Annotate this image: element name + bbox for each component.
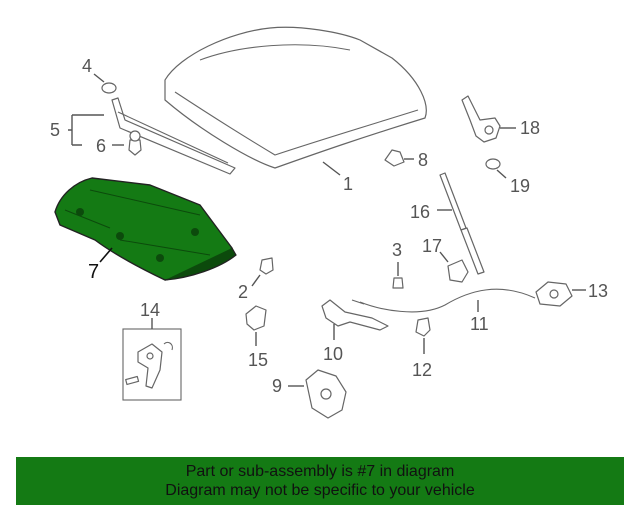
hood-support-strut[interactable] (439, 172, 485, 275)
cable-clip[interactable] (415, 317, 431, 337)
retainer-clip[interactable] (259, 257, 274, 275)
callout-14: 14 (140, 300, 160, 320)
parts-diagram: 1 5 6 4 7 8 18 19 (50, 26, 608, 419)
callout-15: 15 (248, 350, 268, 370)
hood-clip[interactable] (128, 130, 142, 156)
hood-insulator[interactable] (54, 177, 237, 281)
callout-18: 18 (520, 118, 540, 138)
strut-bracket[interactable] (447, 259, 469, 283)
callout-7: 7 (88, 261, 99, 283)
callout-5: 5 (50, 120, 60, 140)
callout-17: 17 (422, 236, 442, 256)
hood-release-cable[interactable] (351, 288, 536, 313)
lock-bracket[interactable] (245, 305, 267, 331)
callout-4: 4 (82, 56, 92, 76)
callout-12: 12 (412, 360, 432, 380)
callout-6: 6 (96, 136, 106, 156)
callout-3: 3 (392, 240, 402, 260)
hinge-washer[interactable] (485, 158, 501, 170)
hood-hinge[interactable] (461, 95, 501, 143)
callout-9: 9 (272, 376, 282, 396)
callout-10: 10 (323, 344, 343, 364)
info-banner: Part or sub-assembly is #7 in diagram Di… (16, 457, 624, 505)
banner-line-1: Part or sub-assembly is #7 in diagram (185, 463, 455, 480)
banner-line-2: Diagram may not be specific to your vehi… (165, 482, 475, 499)
callout-8: 8 (418, 150, 428, 170)
hood-cushion[interactable] (384, 149, 405, 167)
callout-2: 2 (238, 282, 248, 302)
callout-1: 1 (343, 174, 353, 194)
callout-19: 19 (510, 176, 530, 196)
hood-release-lever[interactable] (321, 299, 389, 331)
hood-latch[interactable] (305, 369, 347, 419)
callout-16: 16 (410, 202, 430, 222)
hood-lock-assembly[interactable] (535, 281, 573, 307)
callout-13: 13 (588, 281, 608, 301)
hood-lock-kit[interactable] (122, 328, 182, 401)
hood-panel[interactable] (164, 26, 427, 176)
hood-stopper[interactable] (392, 277, 404, 289)
hood-seal-strip[interactable] (111, 97, 236, 175)
callout-11: 11 (470, 314, 489, 334)
grommet[interactable] (101, 82, 117, 94)
